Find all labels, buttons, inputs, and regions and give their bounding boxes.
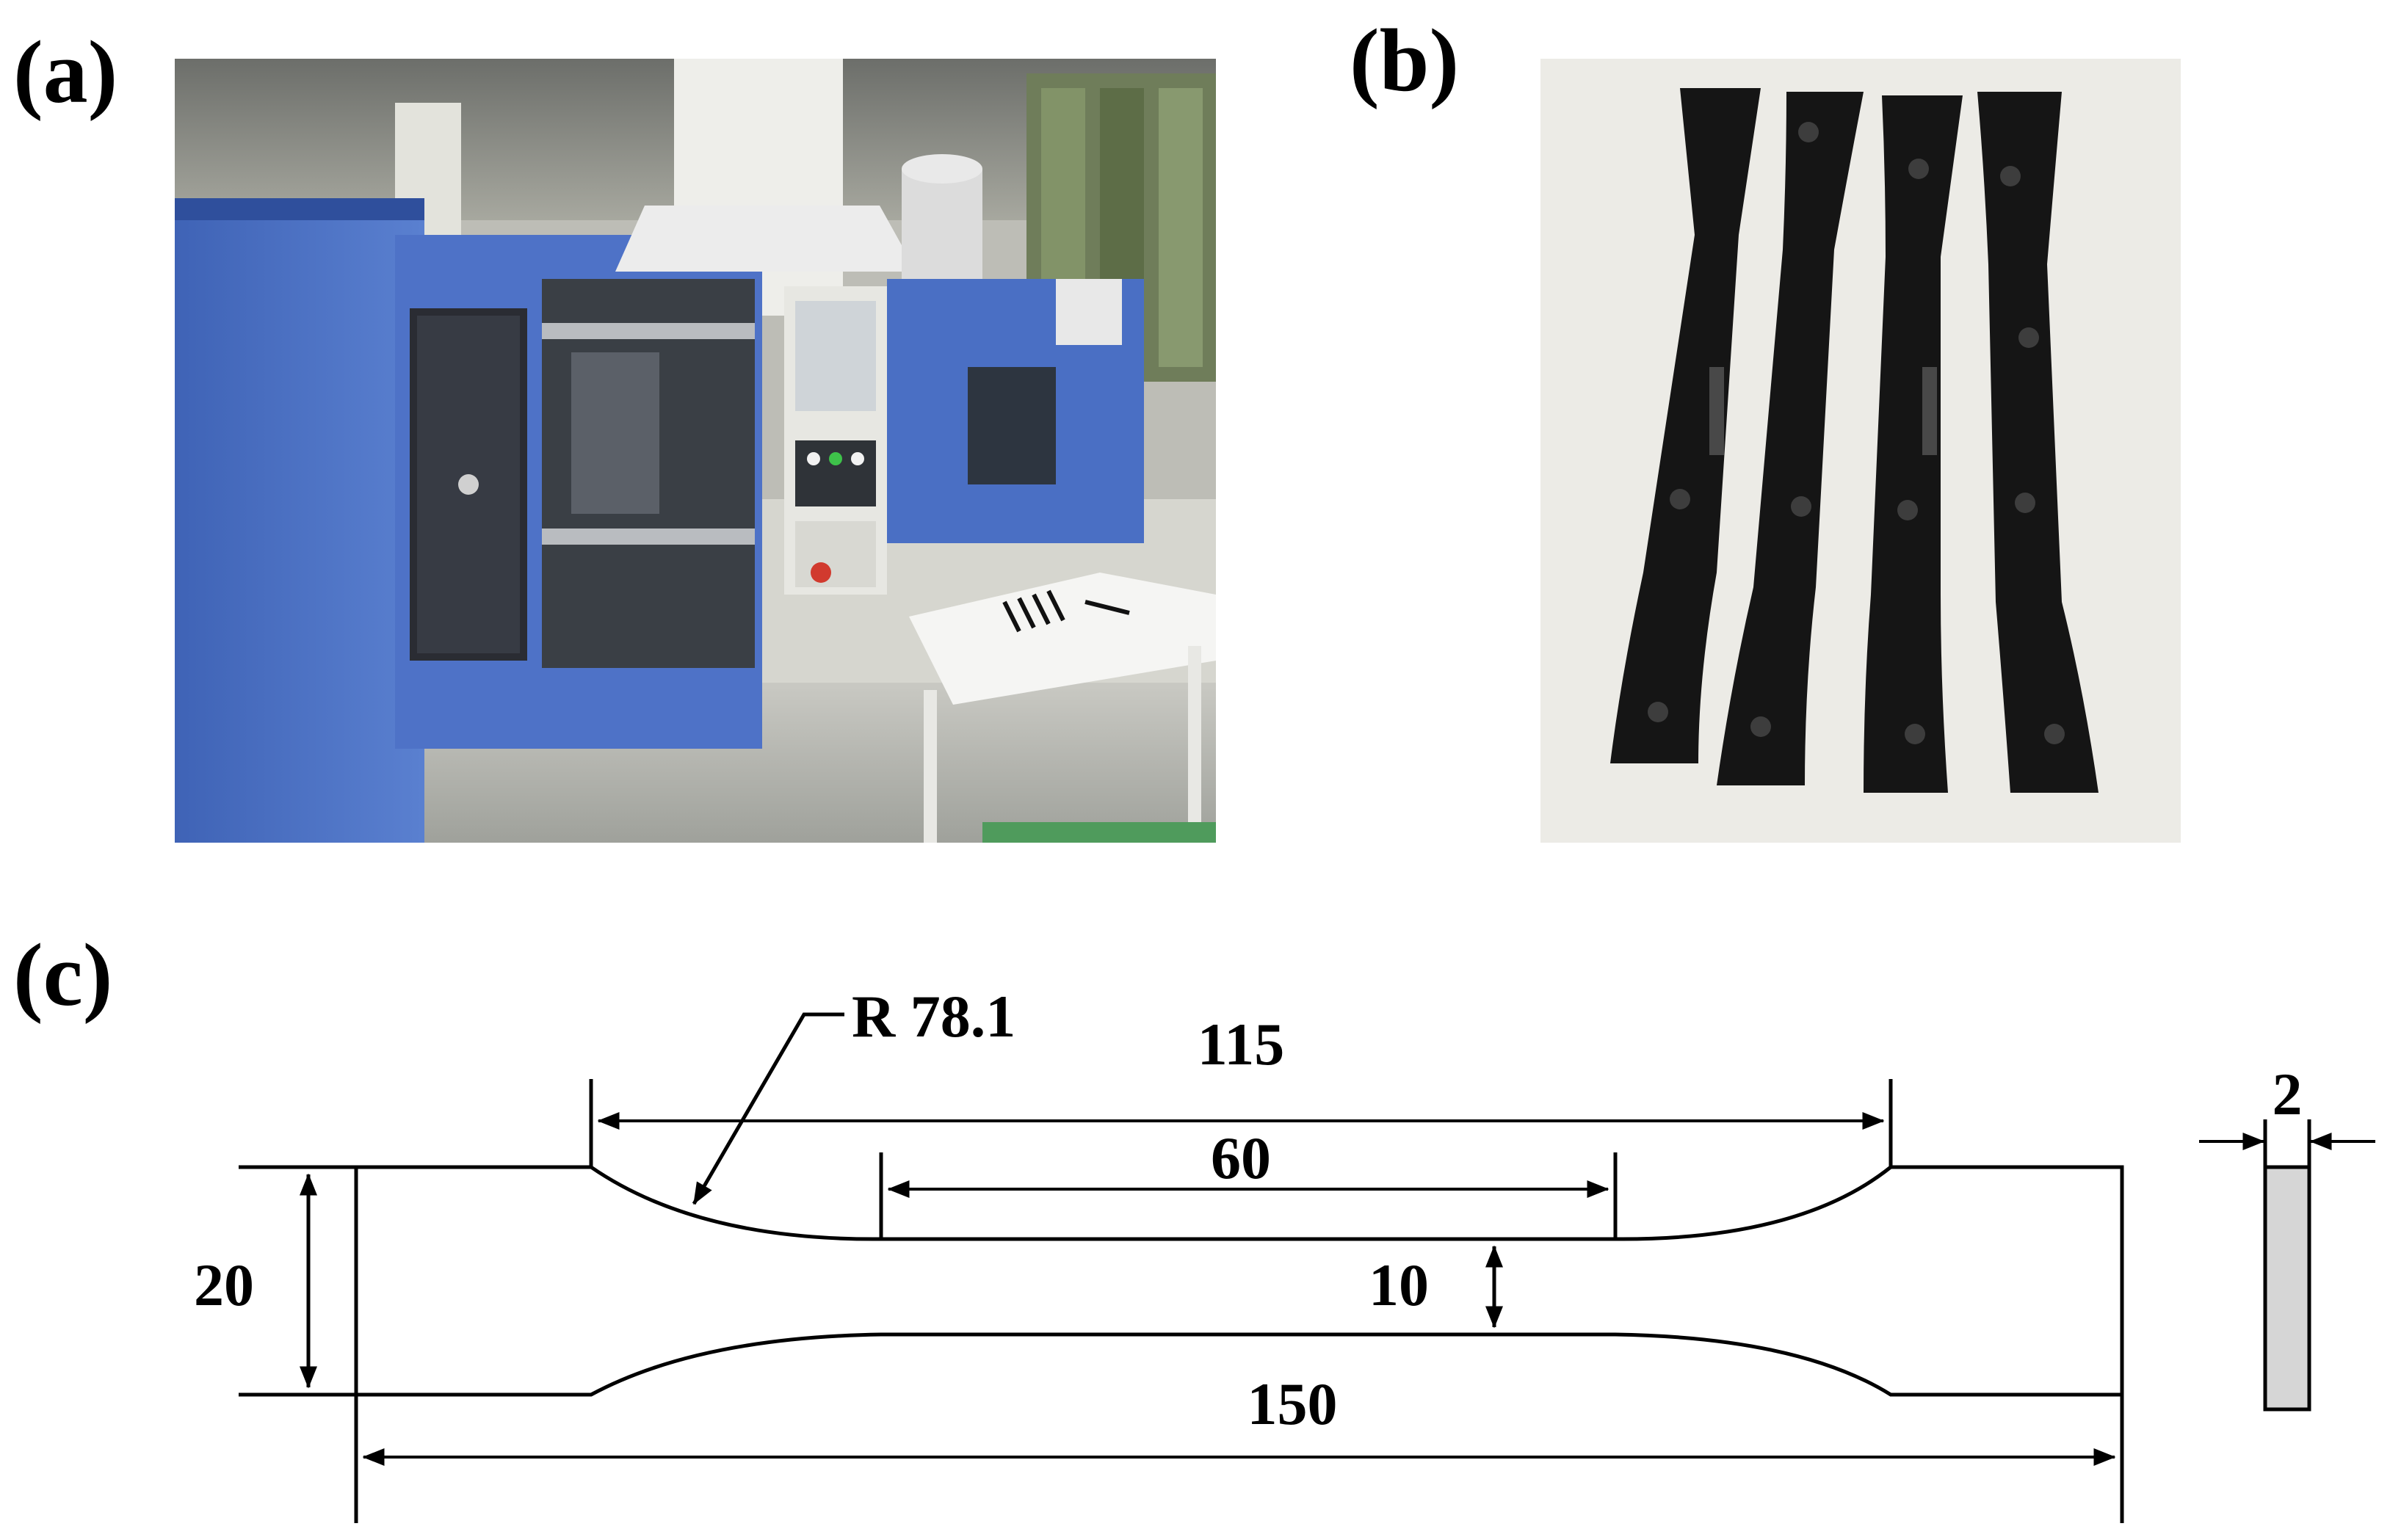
dim-115-label: 115	[1198, 1011, 1284, 1078]
specimen-dimension-drawing: 115 60 R 78.1 20 10 150 2	[194, 983, 2375, 1523]
panel-label-b: (b)	[1350, 11, 1460, 110]
dim-20-label: 20	[194, 1252, 254, 1318]
dim-10-label: 10	[1369, 1252, 1429, 1318]
radius-label: R 78.1	[852, 983, 1015, 1050]
dim-60-label: 60	[1211, 1125, 1271, 1191]
thickness-side-view	[2263, 1165, 2311, 1412]
dim-2-label: 2	[2273, 1061, 2303, 1127]
dumbbell-specimens-photo	[1540, 59, 2181, 843]
panel-label-a: (a)	[13, 23, 118, 122]
panel-label-c: (c)	[13, 926, 113, 1025]
specimen-outline	[354, 1165, 2124, 1397]
radius-leader	[692, 1012, 844, 1205]
injection-molding-machine-photo	[175, 59, 1216, 843]
dim-150-label: 150	[1247, 1370, 1338, 1437]
